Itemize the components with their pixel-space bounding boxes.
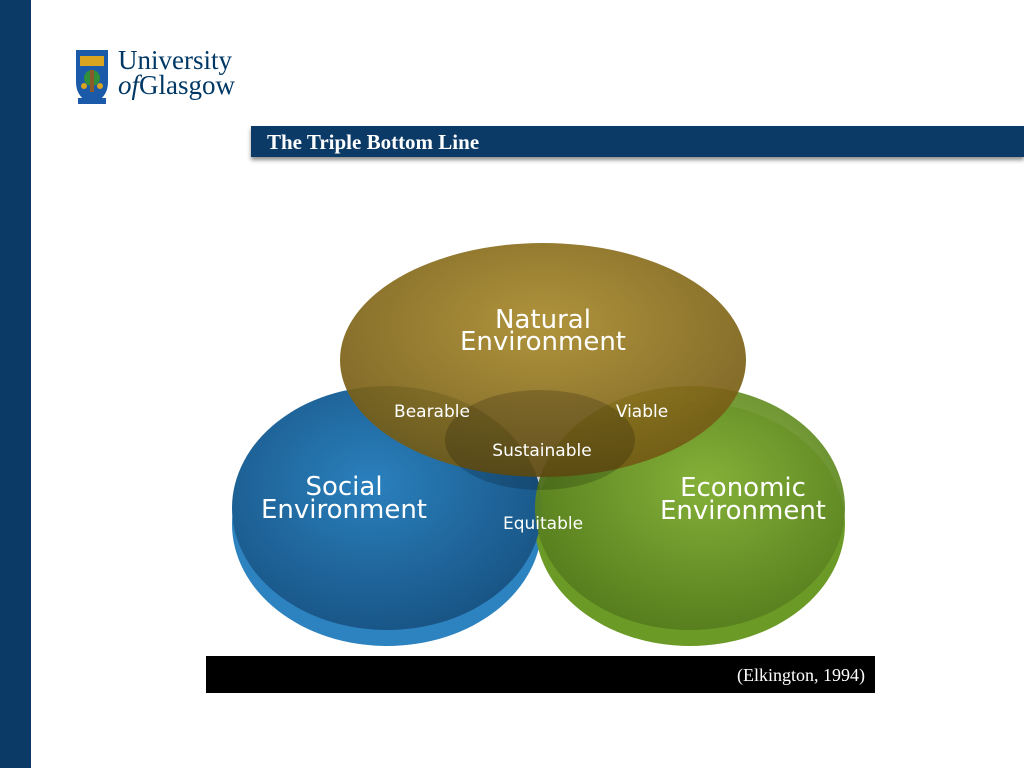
title-bar: The Triple Bottom Line [251,126,1024,157]
social-label-line2: Environment [261,495,427,525]
logo-line-university: University [118,45,232,75]
logo-of: of [118,70,140,100]
logo-wordmark: University ofGlasgow [118,45,236,100]
logo-line-glasgow: ofGlasgow [118,70,236,100]
citation-text: (Elkington, 1994) [737,665,865,685]
university-logo: University ofGlasgow [74,45,264,108]
overlap-label-equitable: Equitable [503,514,583,534]
slide-title: The Triple Bottom Line [267,130,480,154]
citation-bar: (Elkington, 1994) [206,656,875,693]
overlap-label-sustainable: Sustainable [492,441,591,461]
natural-circle [340,243,746,477]
economic-label-line1: Economic [680,473,806,503]
crest-icon [76,50,108,104]
social-label-line1: Social [305,472,382,502]
economic-label-line2: Environment [660,496,826,526]
left-accent-bar [0,0,31,768]
natural-label-line2: Environment [460,327,626,357]
logo-glasgow: Glasgow [139,70,236,100]
overlap-label-viable: Viable [616,402,668,422]
overlap-label-bearable: Bearable [394,402,470,422]
overlap-shade-center [445,390,635,490]
natural-label-line1: Natural [495,305,591,335]
venn-diagram: Natural Environment Social Environment E… [220,230,870,660]
